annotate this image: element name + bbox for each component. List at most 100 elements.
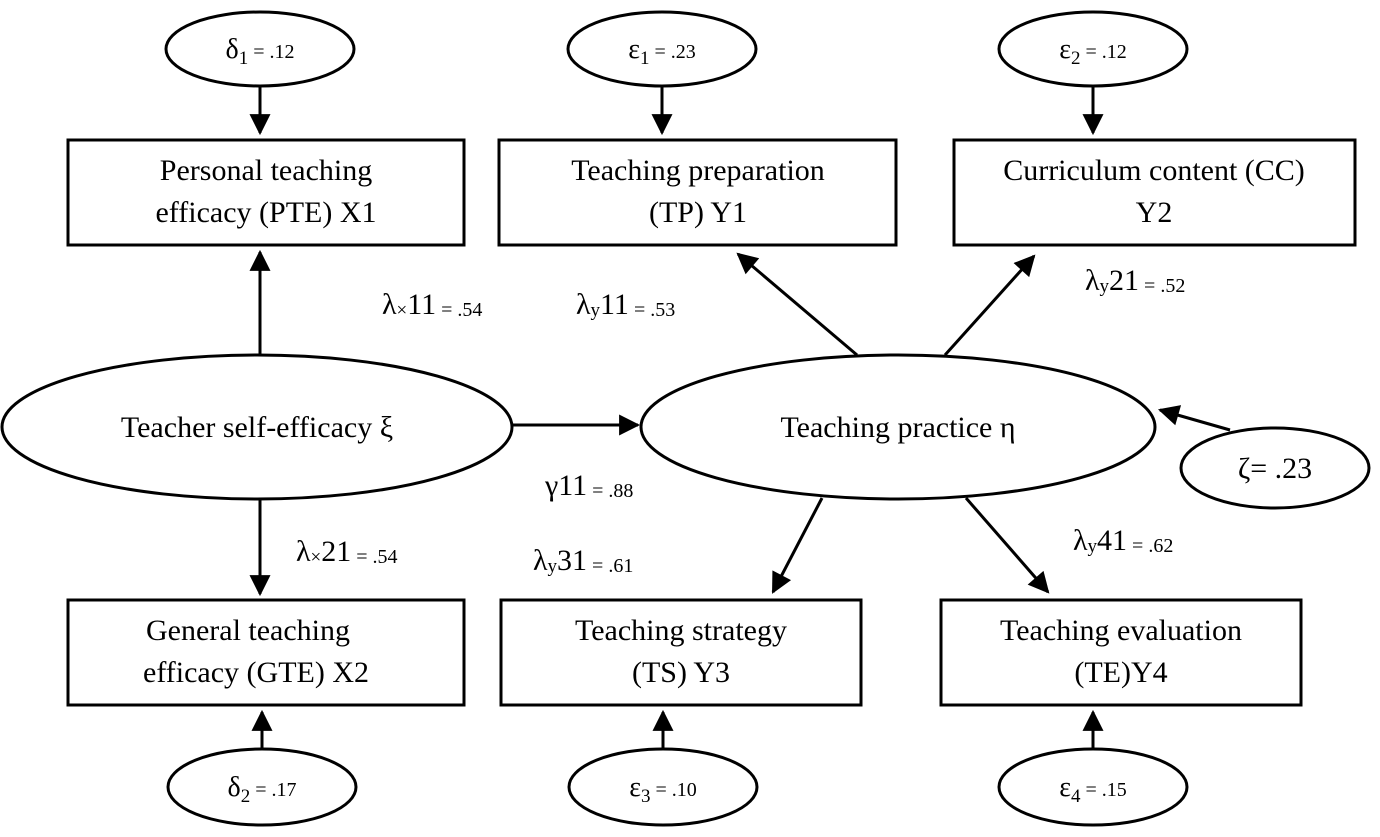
error-value: = .12 [248,41,294,63]
node-label-line2: efficacy (PTE) X1 [155,196,376,229]
svg-text:δ1 = .12: δ1 = .12 [226,34,295,69]
coef-index: 11 [600,288,629,321]
arrow-eta-ts [771,497,824,594]
error-symbol: δ [228,772,241,803]
latent-label: Teacher self-efficacy ξ [121,411,393,444]
error-subscript: 1 [239,48,249,69]
latent-ellipse [0,353,514,501]
coef-index: 21 [1109,264,1139,297]
arrow-eta-tp [736,252,858,357]
node-label-line2: (TE)Y4 [1074,656,1167,689]
coef-value: = .62 [1127,535,1173,557]
node-gte: General teaching efficacy (GTE) X2 [66,598,466,707]
node-label-line1: Teaching preparation [571,154,825,187]
error-subscript: 1 [640,48,650,69]
coef-value: = .61 [587,555,633,577]
error-d1: δ1 = .12 [164,10,356,88]
error-e1: ε1 = .23 [566,10,758,88]
node-label-line1: Teaching evaluation [1000,614,1242,647]
coef-value: = .53 [629,299,675,321]
coef-ly31: λy31 = .61 [533,544,633,577]
node-tp: Teaching preparation (TP) Y1 [497,138,898,247]
coef-ly21: λy21 = .52 [1085,264,1185,297]
arrow-eta-te [964,497,1050,594]
indicator-box [939,598,1303,707]
error-ellipse [166,747,358,827]
coef-symbol: λ [576,288,591,321]
arrow-eta-cc [943,254,1036,357]
node-cc: Curriculum content (CC) Y2 [952,138,1357,247]
latent-ellipse [639,353,1157,501]
node-label-line1: General teaching [146,614,350,647]
error-ellipse [164,10,356,88]
coef-index: 41 [1097,524,1127,557]
svg-text:ε2 = .12: ε2 = .12 [1059,34,1127,69]
coef-index: 11 [407,288,436,321]
error-value: = .15 [1080,779,1126,801]
indicator-box [66,138,466,247]
node-ts: Teaching strategy (TS) Y3 [499,598,863,707]
error-subscript: 2 [241,786,251,807]
indicator-box [952,138,1357,247]
error-symbol: ε [1059,772,1071,803]
latent-label: Teaching practice η [780,411,1015,444]
arrows [249,86,1231,748]
node-label-line2: Y2 [1136,196,1173,229]
node-pte: Personal teaching efficacy (PTE) X1 [66,138,466,247]
coef-symbol: λ [382,288,397,321]
coef-value: = .52 [1139,275,1185,297]
coef-index: 11 [558,469,587,502]
error-subscript: 2 [1071,48,1081,69]
node-label-line1: Teaching strategy [575,614,787,647]
error-symbol: ε [629,772,641,803]
coef-lx11: λ×11 = .54 [382,288,482,321]
svg-text:ε1 = .23: ε1 = .23 [628,34,696,69]
node-label-line1: Personal teaching [160,154,372,187]
error-ellipse [566,10,758,88]
error-e2: ε2 = .12 [997,10,1189,88]
indicator-box [499,598,863,707]
error-value: = .23 [649,41,695,63]
coef-subscript: y [1100,276,1110,297]
coef-ly11: λy11 = .53 [576,288,675,321]
error-ellipse [997,10,1189,88]
error-zeta: ζ= .23 [1179,426,1371,510]
coef-subscript: y [1088,536,1098,557]
latent-eta: Teaching practice η [639,353,1157,501]
svg-text:δ2 = .17: δ2 = .17 [228,772,297,807]
coef-subscript: y [591,300,601,321]
error-symbol: ε [628,34,640,65]
error-ellipse [997,747,1189,827]
error-symbol: δ [226,34,239,65]
coef-symbol: γ [544,469,558,502]
node-label-line1: Curriculum content (CC) [1003,154,1305,187]
node-te: Teaching evaluation (TE)Y4 [939,598,1303,707]
svg-text:ε3 = .10: ε3 = .10 [629,772,697,807]
arrow-zeta-eta [1157,405,1231,432]
error-e3: ε3 = .10 [567,747,759,827]
coef-symbol: λ [1085,264,1100,297]
node-label-line2: (TP) Y1 [649,196,747,229]
error-ellipse [567,747,759,827]
error-ellipse [1179,426,1371,510]
indicator-box [66,598,466,707]
error-value: = .17 [250,779,296,801]
coef-value: = .54 [436,299,482,321]
latent-xi: Teacher self-efficacy ξ [0,353,514,501]
coef-index: 21 [321,535,351,568]
error-value: = .10 [650,779,696,801]
coef-symbol: λ [296,535,311,568]
error-symbol: ε [1059,34,1071,65]
coef-index: 31 [557,544,587,577]
error-label: ζ= .23 [1238,452,1312,485]
svg-text:ε4 = .15: ε4 = .15 [1059,772,1127,807]
coef-subscript: × [311,547,322,568]
coef-subscript: y [548,556,558,577]
error-value: = .12 [1080,41,1126,63]
coef-lx21: λ×21 = .54 [296,535,398,568]
indicator-box [497,138,898,247]
error-d2: δ2 = .17 [166,747,358,827]
node-label-line2: efficacy (GTE) X2 [143,656,369,689]
coef-symbol: λ [1073,524,1088,557]
